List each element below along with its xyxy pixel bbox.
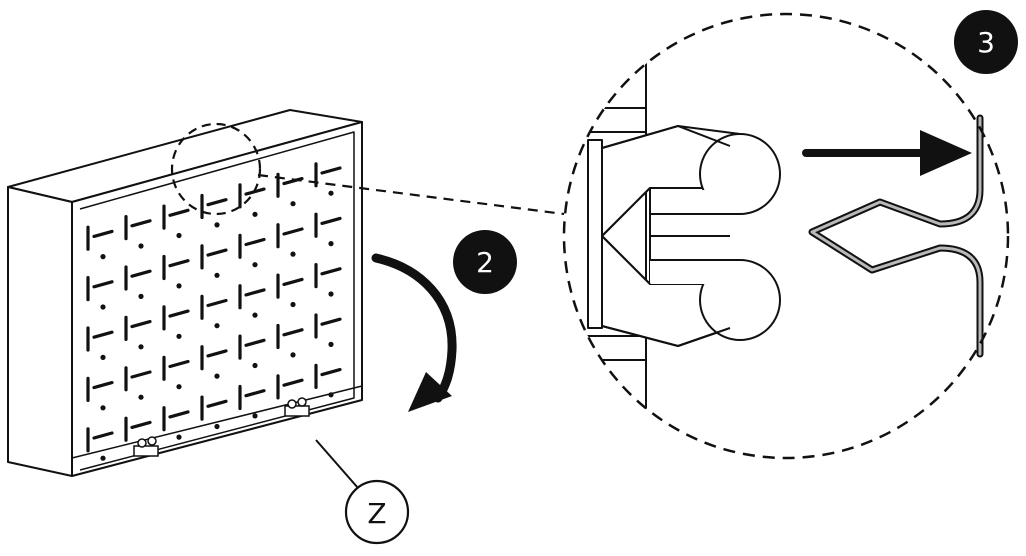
grille-slot: [244, 288, 266, 297]
grille-hole: [328, 241, 334, 247]
callout-z: Z: [315, 439, 410, 545]
grille-hole: [252, 362, 258, 369]
grille-hole: [328, 291, 334, 297]
screw-icon: [137, 438, 147, 448]
step-badge-2: 2: [453, 230, 517, 294]
grille-hole: [138, 394, 144, 400]
panel-front-face: [71, 121, 363, 477]
detail-view: [562, 12, 1010, 460]
grille-hole: [138, 293, 144, 299]
grille-hole: [100, 455, 106, 461]
grille-slot: [320, 317, 342, 326]
step-badge-label: 2: [476, 246, 494, 279]
grille-hole: [176, 232, 182, 239]
grille-hole: [100, 354, 106, 360]
grille-hole: [328, 341, 334, 347]
grille-hole: [138, 243, 144, 249]
step-badge-3: 3: [954, 10, 1018, 74]
grille-slot: [92, 229, 114, 238]
grille-slot: [130, 420, 152, 429]
grille-slot: [168, 309, 190, 318]
grille-hole: [214, 272, 220, 278]
grille-slot: [320, 368, 342, 377]
grille-hole: [252, 211, 258, 217]
grille-slot: [130, 320, 152, 329]
callout-label: Z: [367, 497, 386, 530]
grille-hole: [176, 384, 182, 390]
grille-hole: [214, 373, 220, 379]
grille-hole: [138, 344, 144, 350]
grille-slot: [244, 389, 266, 398]
grille-hole: [214, 423, 220, 430]
grille-slot: [130, 370, 152, 379]
grille-slot: [206, 198, 228, 207]
grille-slot: [206, 349, 228, 358]
grille-hole: [100, 254, 106, 260]
grille-slot: [244, 237, 266, 247]
grille-slot: [282, 328, 304, 337]
screw-icon: [287, 399, 297, 409]
grille-hole: [176, 434, 182, 440]
spring-clip: [808, 114, 984, 358]
panel-inner-edge: [79, 131, 355, 471]
hinge-screws: [133, 397, 310, 457]
grille-slot: [92, 330, 114, 339]
grille-panel: [7, 109, 363, 477]
grille-hole: [252, 262, 258, 268]
grille-slot: [282, 277, 304, 286]
grille-slot: [282, 378, 304, 387]
grille-slot: [320, 267, 342, 276]
grille-slot: [92, 280, 114, 289]
grille-hole: [252, 413, 258, 419]
grille-hole: [252, 312, 258, 318]
rotate-down-arrow: [371, 253, 457, 412]
grille-hole: [176, 333, 182, 339]
grille-hole: [290, 301, 296, 308]
step-badge-label: 3: [977, 26, 995, 59]
grille-slot: [320, 166, 342, 175]
grille-slot: [206, 248, 228, 257]
grille-slot: [92, 431, 114, 440]
grille-hole: [328, 392, 334, 398]
grille-slot: [206, 298, 228, 308]
grille-hole: [290, 201, 296, 207]
grille-slot: [282, 227, 304, 236]
grille-slot: [320, 216, 342, 225]
grille-slot-pattern: [86, 162, 342, 461]
grille-hole: [100, 304, 106, 310]
grille-slot: [168, 359, 190, 369]
grille-hole: [328, 190, 334, 196]
grille-hole: [214, 323, 220, 329]
detail-leader-line: [257, 173, 565, 216]
grille-slot: [168, 259, 190, 268]
detail-magnifier-circle: [562, 12, 1010, 460]
grille-slot: [168, 208, 190, 217]
grille-slot: [130, 269, 152, 278]
grille-hole: [214, 222, 220, 228]
grille-hole: [100, 405, 106, 411]
grille-hole: [290, 352, 296, 358]
screw-icon: [147, 436, 157, 446]
screw-icon: [297, 397, 307, 407]
grille-slot: [130, 219, 152, 228]
grille-hole: [176, 283, 182, 289]
grille-slot: [206, 399, 228, 408]
push-right-arrow: [802, 130, 972, 176]
grille-hole: [290, 251, 296, 257]
grille-slot: [92, 381, 114, 390]
detail-source-circle: [170, 122, 262, 216]
panel-side-face: [7, 186, 73, 477]
grille-slot: [168, 410, 190, 419]
grille-slot: [244, 338, 266, 347]
